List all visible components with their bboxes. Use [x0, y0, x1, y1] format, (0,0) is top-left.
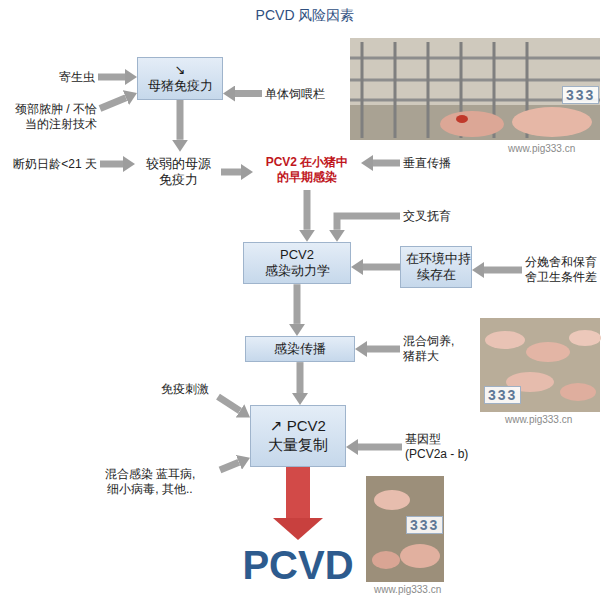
- crate-bar: [362, 42, 527, 138]
- factor-text: 单体饲喂栏: [262, 85, 337, 104]
- flow-arrow: [337, 216, 400, 230]
- piglet-photo: [480, 318, 601, 412]
- flow-arrow: [177, 100, 184, 140]
- watermark: www.pig333.cn: [505, 414, 572, 425]
- diagram-title: PCVD 风险因素: [0, 7, 610, 25]
- photo-floor: [350, 105, 600, 140]
- node-text: 垂直传播: [403, 156, 457, 171]
- flow-arrow: [363, 264, 400, 271]
- flow-arrow: [220, 462, 239, 470]
- pig-shape: [569, 330, 601, 346]
- factor-text: 分娩舍和保育 舍卫生条件差: [522, 253, 604, 287]
- node-text: 分娩舍和保育 舍卫生条件差: [525, 255, 601, 285]
- flow-arrow: [294, 284, 301, 324]
- pig-shape: [526, 342, 570, 362]
- pig-shape: [512, 107, 592, 137]
- node-text: 断奶日龄<21 天: [5, 157, 97, 172]
- pig-shape: [560, 383, 596, 401]
- flow-arrow: [373, 160, 400, 167]
- pig-shape: [372, 551, 400, 569]
- pig-photo: [366, 476, 444, 582]
- watermark: www.pig333.cn: [374, 584, 441, 595]
- logo-mark: 333: [562, 86, 599, 104]
- flow-arrow: [221, 169, 241, 176]
- logo-mark: 333: [406, 516, 443, 534]
- photo-ground: [480, 318, 600, 412]
- pig-shape: [374, 490, 410, 510]
- flow-arrow: [484, 267, 522, 274]
- watermark: www.pig333.cn: [508, 143, 575, 154]
- factor-text: 寄生虫: [20, 68, 98, 87]
- photo-ground: [366, 476, 444, 582]
- crate-photo: [350, 38, 600, 140]
- factor-text: 免疫刺激: [158, 380, 218, 399]
- logo-mark: 333: [484, 386, 521, 404]
- process-box: 感染传播: [245, 336, 355, 362]
- pig-shape: [440, 111, 504, 137]
- node-text: 较弱的母源 免疫力: [139, 156, 217, 189]
- factor-text: 颈部脓肿 / 不恰 当的注射技术: [5, 100, 100, 134]
- flow-arrow: [218, 397, 240, 411]
- flow-arrow: [304, 190, 311, 230]
- factor-text: 交叉抚育: [400, 207, 460, 226]
- node-text: 感染传播: [251, 341, 349, 357]
- node-text: 交叉抚育: [403, 209, 457, 224]
- node-text: ↗ PCV2 大量复制: [256, 417, 340, 455]
- flow-arrow: [286, 467, 310, 518]
- node-text: 免疫刺激: [161, 382, 215, 397]
- node-text: PCV2 在小猪中 的早期感染: [256, 155, 358, 185]
- node-text: PCVD: [233, 541, 363, 589]
- factor-text: 基因型 (PCV2a - b): [402, 430, 476, 464]
- flow-arrow: [235, 90, 262, 97]
- pig-mark: [456, 115, 468, 123]
- node-text: 颈部脓肿 / 不恰 当的注射技术: [8, 102, 97, 132]
- process-box: PCV2 感染动力学: [243, 242, 351, 285]
- node-text: 基因型 (PCV2a - b): [405, 432, 473, 462]
- pig-shape: [485, 331, 525, 349]
- outcome-text: PCVD: [233, 540, 363, 590]
- flow-arrow: [297, 362, 304, 393]
- node-text: 在环境中持 续存在: [406, 251, 466, 284]
- factor-text: 混合感染 蓝耳病, 细小病毒, 其他..: [80, 465, 220, 499]
- node-text: 混合饲养, 猪群大: [403, 334, 459, 364]
- factor-box: 在环境中持 续存在: [400, 246, 472, 289]
- node-text: PCV2 感染动力学: [249, 247, 345, 280]
- photo-ground: [350, 38, 600, 140]
- flow-arrow: [100, 98, 126, 109]
- flow-arrow: [367, 346, 400, 353]
- node-text: ↘ 母猪免疫力: [143, 62, 217, 95]
- process-box: ↗ PCV2 大量复制: [250, 405, 346, 467]
- node-text: 寄生虫: [23, 70, 95, 85]
- node-text: 单体饲喂栏: [265, 87, 334, 102]
- factor-box: ↘ 母猪免疫力: [137, 57, 223, 100]
- stage-text: PCV2 在小猪中 的早期感染: [253, 150, 361, 190]
- flow-arrow: [100, 161, 123, 168]
- factor-text: 断奶日龄<21 天: [2, 155, 100, 174]
- factor-text: 混合饲养, 猪群大: [400, 332, 462, 366]
- stage-text: 较弱的母源 免疫力: [135, 152, 221, 193]
- node-text: 混合感染 蓝耳病, 细小病毒, 其他..: [83, 467, 217, 497]
- flow-arrow: [98, 74, 125, 81]
- factor-text: 垂直传播: [400, 154, 460, 173]
- flow-arrow: [358, 444, 402, 451]
- pig-shape: [400, 544, 440, 568]
